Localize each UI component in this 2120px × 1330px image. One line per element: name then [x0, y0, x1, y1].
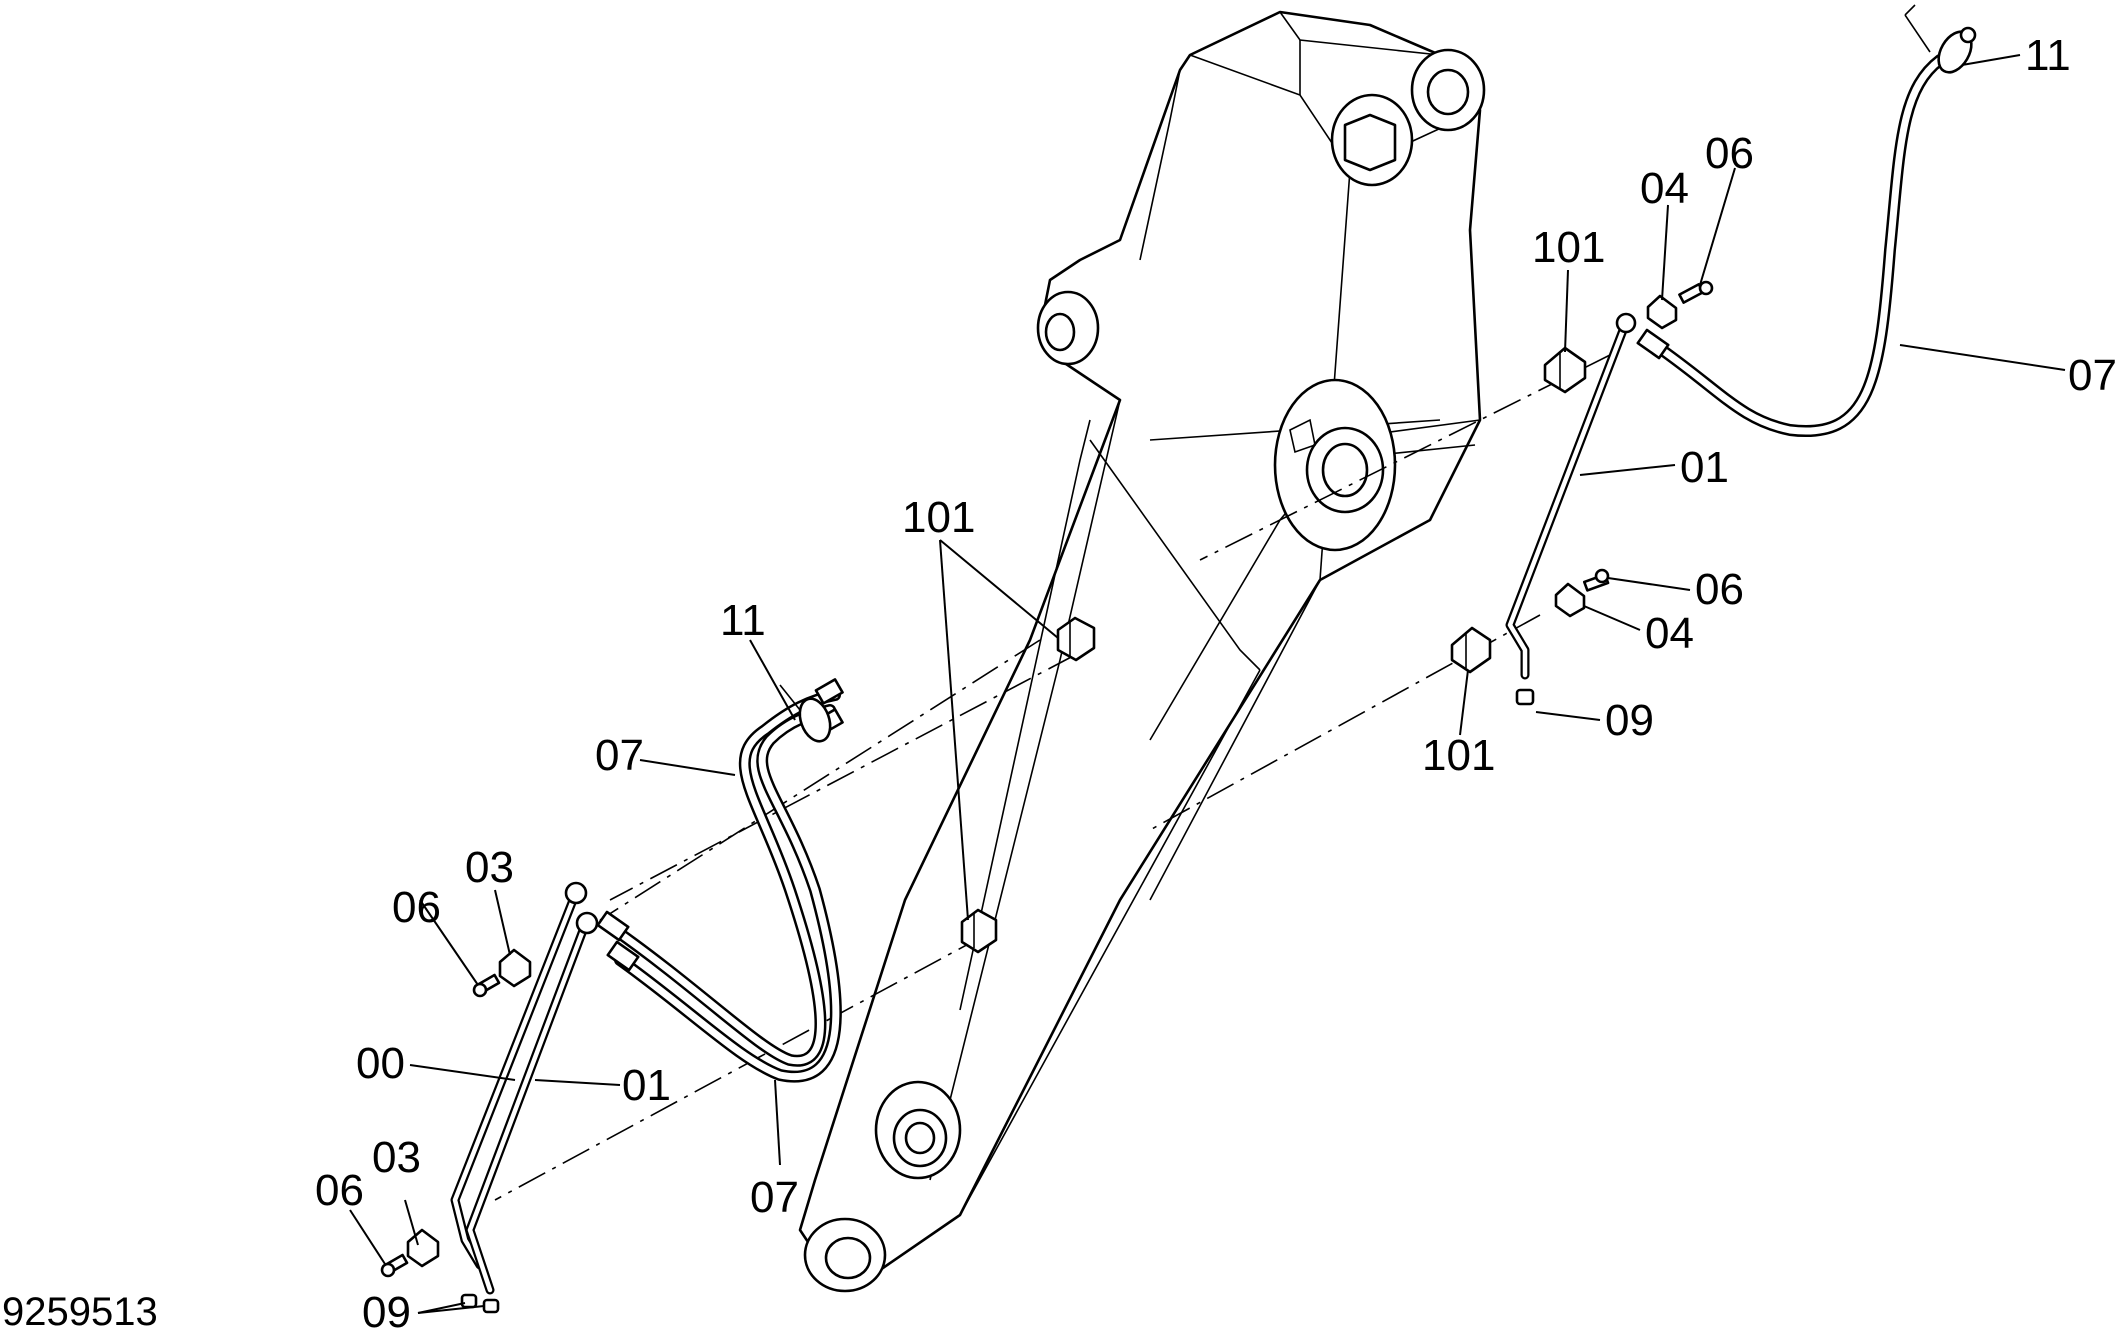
- left-hoses-07: [596, 678, 844, 1083]
- label-01-left: 01: [622, 1061, 671, 1110]
- label-07-bottom: 07: [750, 1173, 799, 1222]
- label-06-mid: 06: [1695, 565, 1744, 614]
- label-09-bottom: 09: [362, 1288, 411, 1330]
- label-03-upper: 03: [465, 843, 514, 892]
- callout-labels: 11 06 04 101 07 01 06 04 09 101 101 11 0…: [2, 31, 2117, 1330]
- boom-clamps: [960, 616, 1096, 954]
- label-06-top: 06: [1705, 129, 1754, 178]
- label-09-right: 09: [1605, 696, 1654, 745]
- left-pipes-00-01: [450, 881, 599, 1314]
- label-03-lower: 03: [372, 1133, 421, 1182]
- label-101-top: 101: [1532, 223, 1605, 272]
- boom-arm: [798, 10, 1486, 1293]
- leader-lines: [349, 54, 2066, 1314]
- label-07-right: 07: [2068, 351, 2117, 400]
- label-07-left: 07: [595, 731, 644, 780]
- label-101-left: 101: [902, 493, 975, 542]
- label-06-lower: 06: [315, 1166, 364, 1215]
- left-clamps-bolts: [380, 948, 532, 1278]
- label-11-left: 11: [720, 596, 766, 645]
- label-01-right: 01: [1680, 443, 1729, 492]
- label-04-top: 04: [1640, 164, 1689, 213]
- label-101-right: 101: [1422, 731, 1495, 780]
- right-hose-assembly: [1636, 4, 1977, 438]
- right-clamps: [1450, 280, 1714, 674]
- label-00: 00: [356, 1039, 405, 1088]
- right-pipe-01: [1505, 312, 1637, 706]
- figure-number: 9259513: [2, 1290, 158, 1330]
- label-04-mid: 04: [1645, 609, 1694, 658]
- label-11-top: 11: [2025, 31, 2071, 80]
- label-06-upper: 06: [392, 883, 441, 932]
